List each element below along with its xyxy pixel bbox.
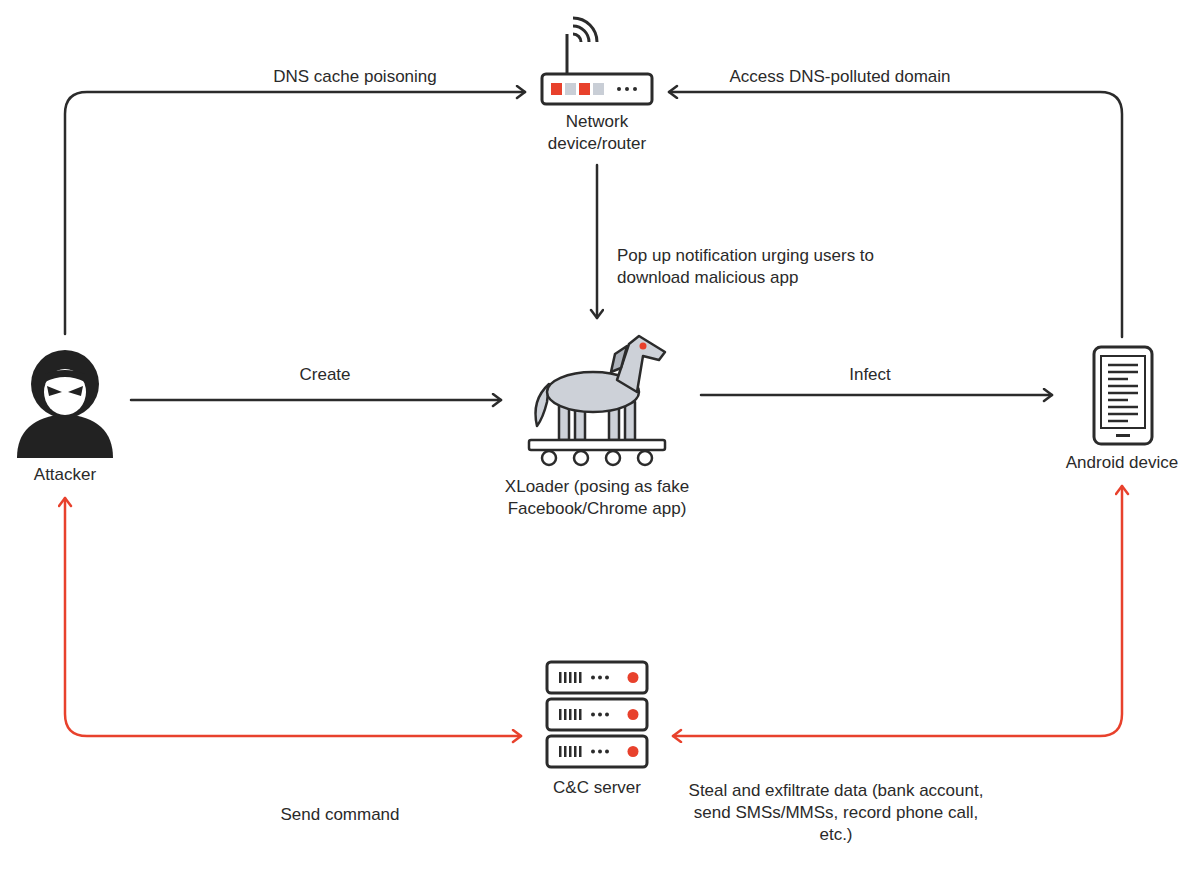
router-node: Network device/router — [527, 12, 667, 155]
node-label: C&C server — [517, 777, 677, 799]
edge-label: DNS cache poisoning — [235, 66, 475, 88]
server-icon — [517, 658, 677, 773]
trojan-horse-icon — [487, 322, 707, 472]
flow-arrow — [701, 394, 1052, 397]
router-icon — [527, 12, 667, 107]
malware-node: XLoader (posing as fake Facebook/Chrome … — [487, 322, 707, 520]
flow-arrow — [669, 92, 1122, 337]
edge-label: Send command — [230, 804, 450, 826]
edge-label: Pop up notification urging users to down… — [617, 245, 927, 289]
command-connector — [65, 498, 521, 736]
attacker-icon — [5, 340, 125, 460]
attacker-node: Attacker — [5, 340, 125, 486]
node-label: Android device — [1056, 452, 1188, 474]
node-label: XLoader (posing as fake Facebook/Chrome … — [487, 476, 707, 520]
flow-arrow — [596, 165, 599, 318]
node-label: Network device/router — [527, 111, 667, 155]
node-label: Attacker — [5, 464, 125, 486]
edge-label: Create — [245, 364, 405, 386]
edge-label: Access DNS-polluted domain — [690, 66, 990, 88]
flow-arrow — [131, 399, 501, 402]
android-device-node: Android device — [1056, 343, 1188, 474]
edge-label: Steal and exfiltrate data (bank account,… — [686, 780, 986, 846]
edge-label: Infect — [800, 364, 940, 386]
command-connector — [673, 486, 1122, 736]
tablet-icon — [1056, 343, 1188, 448]
server-node: C&C server — [517, 658, 677, 799]
flow-arrow — [65, 92, 525, 334]
